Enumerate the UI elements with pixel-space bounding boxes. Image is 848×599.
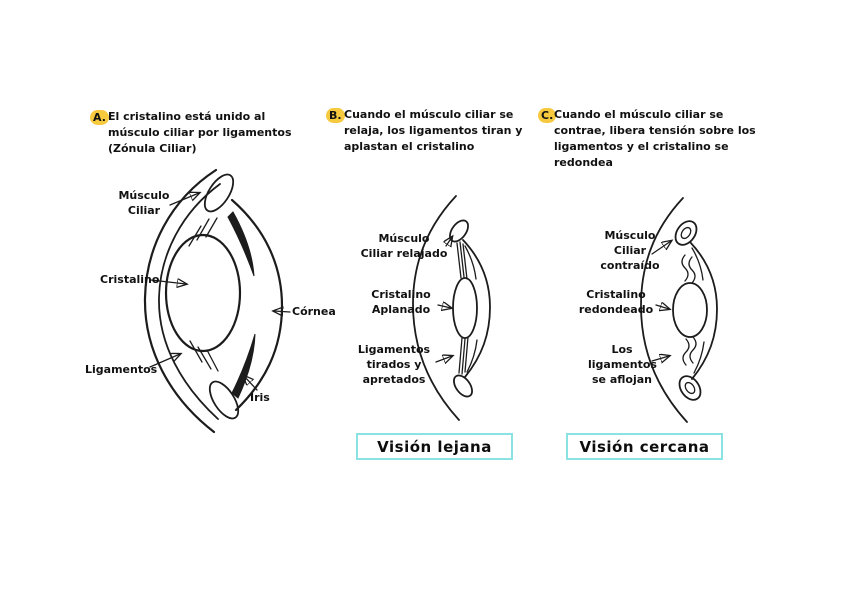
eye-a-iris-bottom — [231, 333, 256, 399]
label-a-iris: Iris — [250, 391, 270, 404]
caption-vision-cercana: Visión cercana — [566, 433, 723, 460]
eye-c-iris-bottom — [693, 341, 705, 374]
panel-a-header-line1: El cristalino está unido al — [108, 110, 266, 123]
eye-a-cornea — [230, 198, 284, 412]
eye-c-ligaments-top-slack — [681, 254, 696, 284]
panel-c-header-line3: ligamentos y el cristalino se — [554, 140, 729, 153]
eye-c-ciliary-muscle-top — [674, 220, 698, 246]
panel-a-header-line2: músculo ciliar por ligamentos — [108, 126, 292, 139]
label-a-ligamentos: Ligamentos — [85, 363, 158, 376]
label-b-ligamentos: Ligamentos tirados y apretados — [357, 343, 431, 386]
eye-c-ciliary-muscle-top-inner — [680, 226, 692, 240]
eye-a-ligaments-top — [188, 217, 218, 247]
label-a-musculo-ciliar: Músculo Ciliar — [118, 189, 170, 217]
arrow-b-cristalino — [437, 305, 451, 308]
arrow-a-iris — [244, 376, 258, 391]
label-c-cristalino: Cristalino redondeado — [578, 288, 654, 316]
eye-c-cornea — [689, 241, 718, 380]
label-b-cristalino: Cristalino Aplanado — [371, 288, 431, 316]
eye-b-lens-flattened — [452, 277, 478, 339]
panel-b-marker: B. — [326, 108, 345, 123]
eye-c-sclera — [640, 197, 688, 423]
label-b-musculo: Músculo Ciliar relajado — [360, 232, 448, 260]
eye-a-ciliary-muscle-top — [203, 173, 235, 213]
arrow-b-ligamentos — [435, 356, 452, 362]
arrow-c-cristalino — [655, 305, 669, 309]
caption-vision-lejana: Visión lejana — [356, 433, 513, 460]
eye-b-ligaments-bottom — [458, 336, 469, 375]
eye-b-ligaments-top — [456, 241, 468, 280]
arrow-a-cristalino — [150, 280, 186, 284]
eye-a-ligaments-bottom — [189, 340, 219, 372]
eye-diagram-b — [412, 195, 491, 421]
arrow-a-ligamentos — [149, 354, 180, 368]
panel-c-header-line4: redondea — [554, 156, 613, 169]
eye-b-sclera — [412, 195, 460, 421]
arrow-c-ligamentos — [651, 356, 669, 361]
eye-a-sclera-inner — [158, 183, 221, 420]
panel-a-header: El cristalino está unido al músculo cili… — [108, 109, 292, 157]
panel-c-marker: C. — [538, 108, 557, 123]
eye-a-lens — [164, 233, 242, 353]
eye-diagram-c — [640, 197, 718, 423]
eye-b-ciliary-muscle-bottom — [453, 374, 473, 398]
eye-b-cornea — [462, 239, 491, 378]
panel-a-marker: A. — [90, 110, 109, 125]
label-c-ligamentos: Los ligamentos se aflojan — [588, 343, 657, 386]
eye-c-ligaments-bottom-slack — [682, 336, 697, 366]
panel-c-header-line1: Cuando el músculo ciliar se — [554, 108, 724, 121]
label-a-cristalino: Cristalino — [100, 273, 160, 286]
eye-a-sclera-outer — [143, 168, 218, 434]
panel-c-header: Cuando el músculo ciliar se contrae, lib… — [554, 107, 756, 171]
eye-c-lens-rounded — [672, 282, 708, 338]
eye-b-iris-top — [464, 245, 477, 280]
eye-a-iris-top — [227, 211, 255, 277]
panel-b-header-line1: Cuando el músculo ciliar se — [344, 108, 514, 121]
label-c-musculo: Músculo Ciliar contraído — [600, 229, 660, 272]
arrow-b-musculo — [446, 237, 452, 246]
panel-c-header-line2: contrae, libera tensión sobre los — [554, 124, 756, 137]
eye-b-iris-bottom — [466, 339, 478, 373]
arrow-a-cornea — [274, 311, 291, 312]
panel-b-header-line2: relaja, los ligamentos tiran y — [344, 124, 523, 137]
panel-b-header-line3: aplastan el cristalino — [344, 140, 475, 153]
arrow-a-musculo-ciliar — [169, 193, 199, 206]
eye-c-ciliary-muscle-bottom — [678, 375, 702, 401]
eye-c-iris-top — [691, 247, 704, 281]
eye-a-ciliary-muscle-bottom — [208, 380, 240, 420]
panel-a-header-line3: (Zónula Ciliar) — [108, 142, 197, 155]
eye-c-ciliary-muscle-bottom-inner — [684, 381, 696, 395]
eye-diagram-a — [143, 168, 291, 434]
label-a-cornea: Córnea — [292, 305, 336, 318]
arrow-c-musculo — [651, 241, 671, 255]
panel-b-header: Cuando el músculo ciliar se relaja, los … — [344, 107, 522, 155]
